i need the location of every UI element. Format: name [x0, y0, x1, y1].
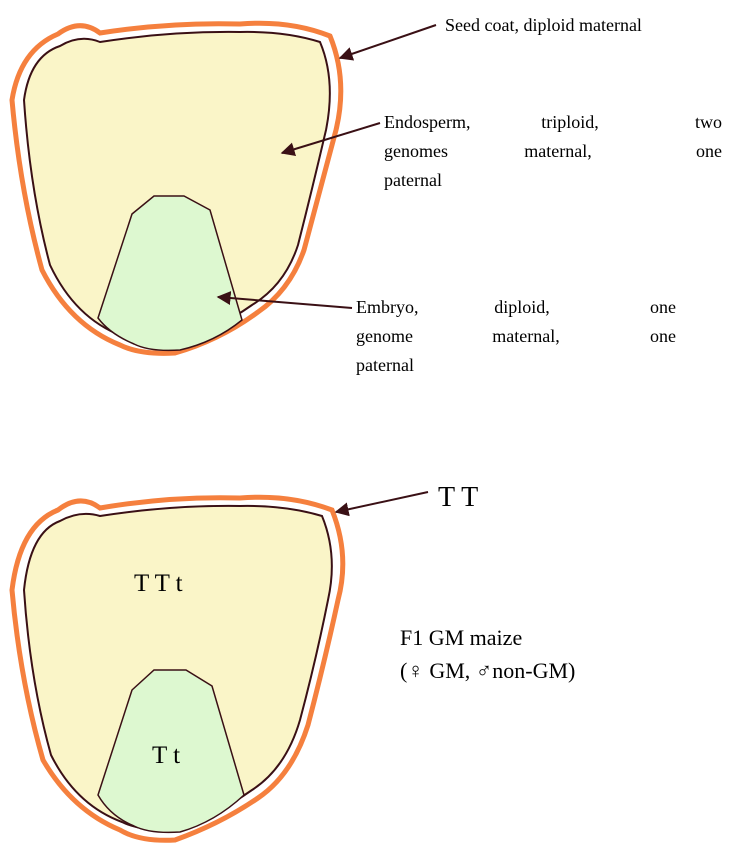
embryo-label-word: one — [650, 297, 676, 317]
endosperm-label-word: maternal, — [524, 141, 591, 161]
seed-coat-arrow — [340, 25, 436, 58]
endosperm-label-word: paternal — [384, 170, 442, 190]
endosperm-label-word: Endosperm, — [384, 112, 470, 132]
endosperm-genotype: T T t — [134, 570, 183, 597]
endosperm-label-word: triploid, — [541, 112, 599, 132]
embryo-label: Embryo, diploid, one genome maternal, on… — [356, 297, 676, 375]
embryo-label-word: one — [650, 326, 676, 346]
genotype-arrow — [336, 492, 428, 512]
seed-coat-label: Seed coat, diploid maternal — [445, 15, 642, 35]
endosperm-label-word: genomes — [384, 141, 448, 161]
embryo-label-word: paternal — [356, 355, 414, 375]
embryo-label-word: genome — [356, 326, 413, 346]
endosperm-label-word: one — [696, 141, 722, 161]
endosperm-label-word: two — [695, 112, 722, 132]
embryo-genotype: T t — [152, 742, 180, 769]
cross-caption-line2: (♀ GM, ♂non-GM) — [400, 658, 575, 683]
seed-coat-genotype: T T — [438, 482, 478, 513]
embryo-label-word: diploid, — [494, 297, 550, 317]
endosperm-label: Endosperm, triploid, two genomes materna… — [384, 112, 722, 190]
embryo-label-word: maternal, — [492, 326, 559, 346]
cross-caption-line1: F1 GM maize — [400, 625, 522, 650]
embryo-label-word: Embryo, — [356, 297, 419, 317]
bottom-seed — [12, 497, 343, 840]
